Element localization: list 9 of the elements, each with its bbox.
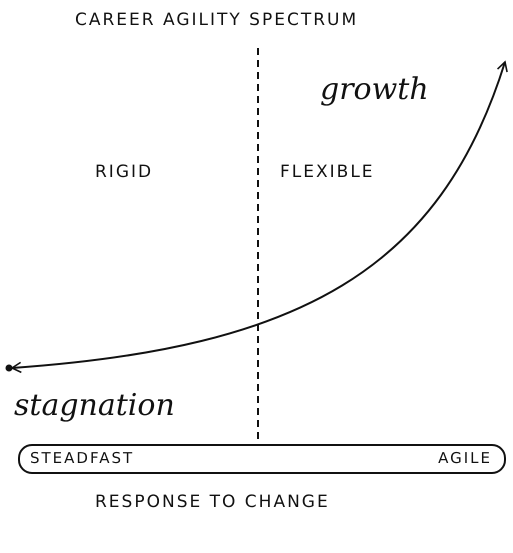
curve-end-label: stagnation <box>14 388 175 423</box>
region-label: RIGID <box>95 162 154 182</box>
scale-end-label: STEADFAST <box>30 449 134 467</box>
scale-end-label: AGILE <box>438 449 492 467</box>
scale-band <box>18 444 506 474</box>
axis-title: RESPONSE TO CHANGE <box>95 492 330 512</box>
diagram-title: CAREER AGILITY SPECTRUM <box>75 10 358 30</box>
curve-end-label: growth <box>320 72 429 107</box>
region-label: FLEXIBLE <box>280 162 375 182</box>
